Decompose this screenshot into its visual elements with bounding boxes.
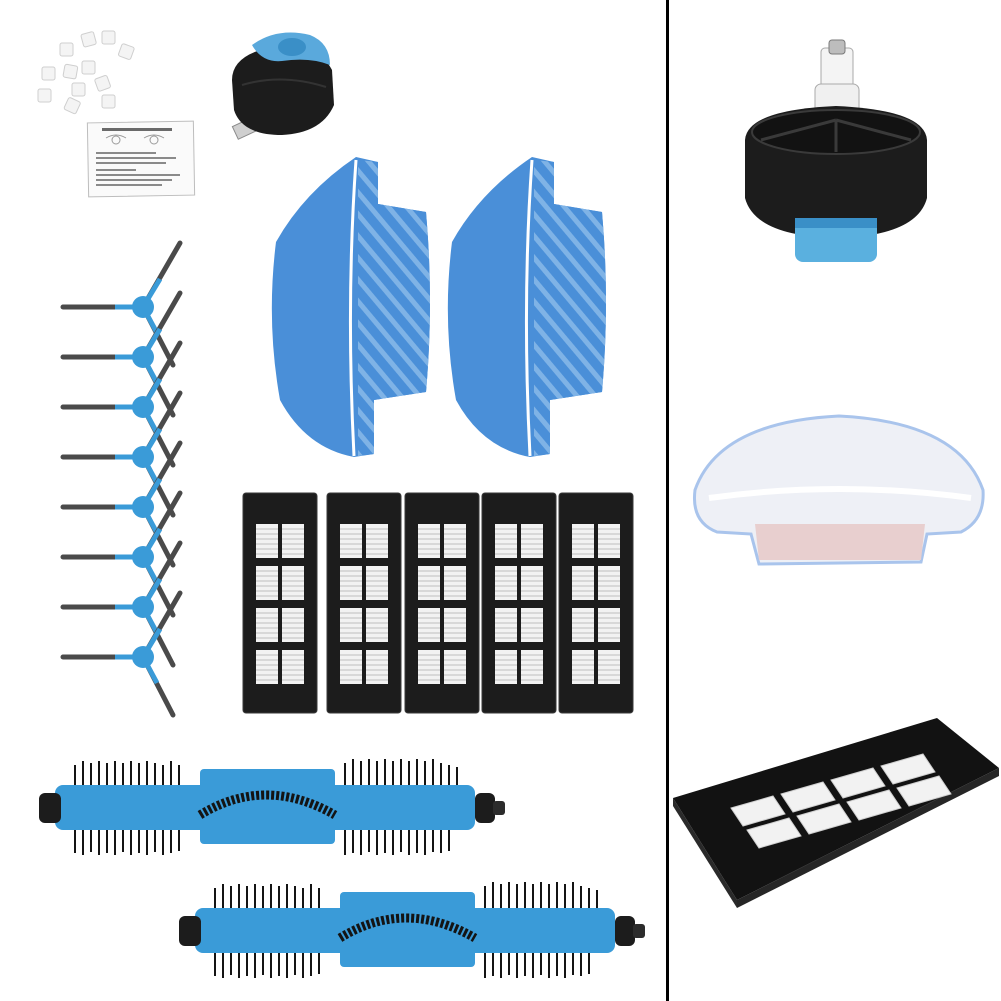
main-roller-brush	[179, 882, 645, 978]
hepa-filter	[242, 492, 318, 714]
white-mop-pad-closeup	[692, 414, 985, 566]
hepa-filter	[326, 492, 402, 714]
hepa-filter-closeup	[673, 718, 999, 908]
hepa-filter	[404, 492, 480, 714]
side-brush	[60, 590, 183, 718]
panel-divider	[666, 0, 669, 1001]
side-brush-stack	[60, 240, 183, 718]
instruction-leaflet	[86, 120, 196, 198]
side-brush	[60, 490, 183, 618]
detail-closeups-panel	[669, 0, 1001, 1001]
side-brush	[60, 540, 183, 668]
hepa-filter	[558, 492, 634, 714]
front-caster-wheel	[231, 32, 334, 140]
side-brush	[60, 390, 183, 518]
hepa-filter	[481, 492, 557, 714]
caster-wheel-closeup	[745, 39, 927, 262]
side-brush	[60, 340, 183, 468]
blue-mop-pad	[447, 157, 606, 457]
kit-contents-panel	[37, 30, 645, 978]
side-brush	[60, 440, 183, 568]
main-roller-brush	[39, 759, 505, 855]
side-brush	[60, 240, 183, 368]
blue-mop-pad	[271, 157, 430, 457]
side-brush	[60, 290, 183, 418]
filter-sponges	[37, 30, 135, 115]
